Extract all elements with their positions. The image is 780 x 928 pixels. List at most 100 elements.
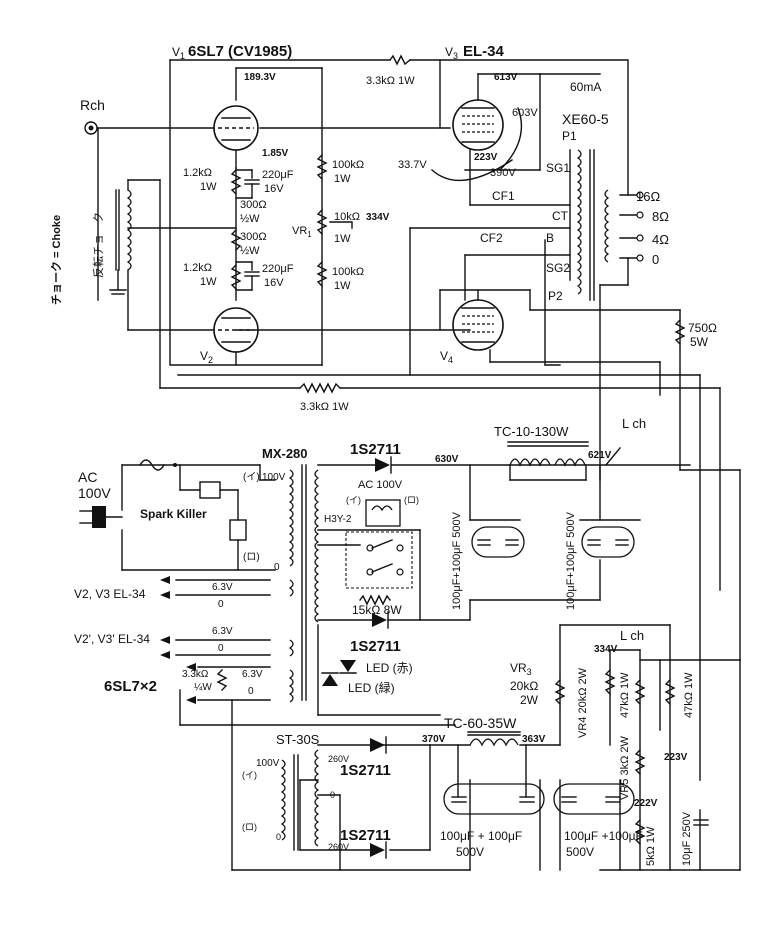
s-tap-260b: 260V [328, 842, 349, 852]
r300a-value: 300Ω [240, 199, 267, 211]
heater1-volt: 6.3V [212, 582, 233, 593]
output-transformer: XE60-5 P1 SG1 CF1 CT B CF2 SG2 P2 16Ω 8Ω… [480, 111, 669, 303]
fuse-switch: Spark Killer [139, 459, 247, 541]
v370: 370V [422, 734, 446, 745]
cap4-volt: 500V [566, 845, 594, 859]
vr3-watt: 2W [520, 693, 539, 707]
s-tap-0: 0 [330, 790, 335, 800]
choke1-label: TC-10-130W [494, 424, 569, 439]
heater3-label: 6SL7×2 [104, 678, 157, 695]
psu-wires [121, 464, 741, 871]
led-green: LED (緑) [348, 680, 395, 695]
d3-label: 1S2711 [340, 762, 391, 779]
relay: AC 100V (イ) (ロ) H3Y-2 15kΩ 8W [324, 479, 419, 617]
regulator: VR3 20kΩ 2W VR4 20kΩ 2W 334V L ch 47kΩ 1… [510, 628, 709, 866]
v334: 334V [594, 644, 618, 655]
r300b-value: 300Ω [240, 231, 267, 243]
diode-d2-leds: 1S2711 LED (赤) LED (緑) [321, 611, 413, 695]
opt-label: XE60-5 [562, 111, 609, 127]
r750-value: 750Ω [688, 321, 717, 335]
tube-v2: V2 [200, 307, 259, 366]
s-tap-ro: (ロ) [242, 822, 257, 832]
opt-b: B [546, 231, 554, 245]
tube-v3: 613V 60mA 603V 223V 390V 33.7V [398, 72, 601, 182]
r750: 750Ω 5W [674, 319, 717, 349]
ck1-value: 220μF [262, 169, 294, 181]
r47b-label: 47kΩ 1W [683, 672, 695, 718]
r47a-label: 47kΩ 1W [619, 672, 631, 718]
opt-cf1: CF1 [492, 189, 515, 203]
v3-plate-volt: 613V [494, 72, 518, 83]
mains-plug: AC 100V [78, 469, 123, 528]
v4-label: V4 [440, 349, 453, 365]
vr5-label: VR5 3kΩ 2W [619, 736, 631, 800]
heater1-0: 0 [218, 599, 224, 610]
power-transformer: MX-280 (イ) 100V (ロ) 0 [243, 446, 320, 703]
s-tap-i: (イ) [242, 770, 257, 780]
vr3-label: VR3 [510, 661, 532, 677]
input-label: Rch [80, 97, 105, 113]
s-tap-260a: 260V [328, 754, 349, 764]
filter-caps-2: 100μF + 100μF 500V 100μF +100μF 500V [440, 744, 643, 859]
d2-label: 1S2711 [350, 638, 401, 655]
plate-current: 60mA [570, 80, 601, 94]
hv-volt: 630V [435, 454, 459, 465]
opt-cf2: CF2 [480, 231, 503, 245]
out-8: 8Ω [652, 209, 669, 224]
tap-0: 0 [274, 562, 280, 573]
mains-label: AC [78, 469, 97, 485]
v2-label: V2 [200, 349, 213, 365]
choke-label: 反転チョーク [92, 212, 105, 278]
input-jack: Rch [80, 97, 105, 135]
s-tap-100: 100V [256, 758, 280, 769]
relay-ac: AC 100V [358, 479, 403, 491]
v1-cathode-volt: 1.85V [262, 148, 288, 159]
lch1-label: L ch [622, 416, 646, 431]
out-0: 0 [652, 252, 659, 267]
choke2-label: TC-60-35W [444, 715, 517, 731]
r3k3-value: 3.3kΩ [182, 669, 209, 680]
mains-volt: 100V [78, 485, 111, 501]
amp-wires [97, 59, 721, 781]
diode-d1: 1S2711 630V [350, 441, 459, 474]
v1-plate-volt: 189.3V [244, 72, 276, 83]
r-bottom-feedback: 3.3kΩ 1W [300, 401, 349, 413]
ck1-volt: 16V [264, 183, 284, 195]
r100b-value: 100kΩ [332, 266, 364, 278]
filter-caps-1: 100μF+100μF 500V 100μF+100μF 500V [451, 511, 635, 610]
phase-choke: 反転チョーク [92, 189, 132, 295]
vr4-label: VR4 20kΩ 2W [577, 667, 589, 738]
rk1-watt: 1W [200, 181, 217, 193]
r300b-watt: ½W [240, 245, 260, 257]
heater3-0: 0 [248, 686, 254, 697]
r10k-value: 10kΩ [334, 211, 360, 223]
v3-ref: V3 [445, 45, 458, 61]
out-16: 16Ω [636, 189, 660, 204]
r300a-watt: ½W [240, 213, 260, 225]
cathode-network: 1.2kΩ 1W 220μF 16V 300Ω ½W 300Ω ½W 1.2kΩ… [183, 167, 294, 301]
tube-v4: V4 [440, 289, 504, 365]
r100a-watt: 1W [334, 173, 351, 185]
cap3-label: 100μF + 100μF [440, 829, 522, 843]
tap-i: (イ) [243, 472, 260, 483]
ptrans-label: MX-280 [262, 446, 308, 461]
strans-label: ST-30S [276, 732, 320, 747]
v223: 223V [664, 752, 688, 763]
r5k-label: 5kΩ 1W [645, 826, 657, 866]
v3-volt-390: 390V [490, 167, 516, 179]
v3-type: EL-34 [463, 43, 505, 60]
r15k-label: 15kΩ 8W [352, 603, 402, 617]
cap3-volt: 500V [456, 845, 484, 859]
heater1-label: V2, V3 EL-34 [74, 587, 146, 601]
vr1-label: VR1 [292, 225, 312, 239]
r10k-watt: 1W [334, 233, 351, 245]
v1-type: 6SL7 (CV1985) [188, 43, 292, 60]
tap-100: 100V [262, 472, 286, 483]
v222: 222V [634, 798, 658, 809]
cap2-label: 100μF+100μF 500V [565, 511, 577, 610]
opt-sg2: SG2 [546, 261, 570, 275]
d1-label: 1S2711 [350, 441, 401, 458]
tap-ro: (ロ) [243, 552, 260, 563]
r-top-feedback: 3.3kΩ 1W [366, 75, 415, 87]
